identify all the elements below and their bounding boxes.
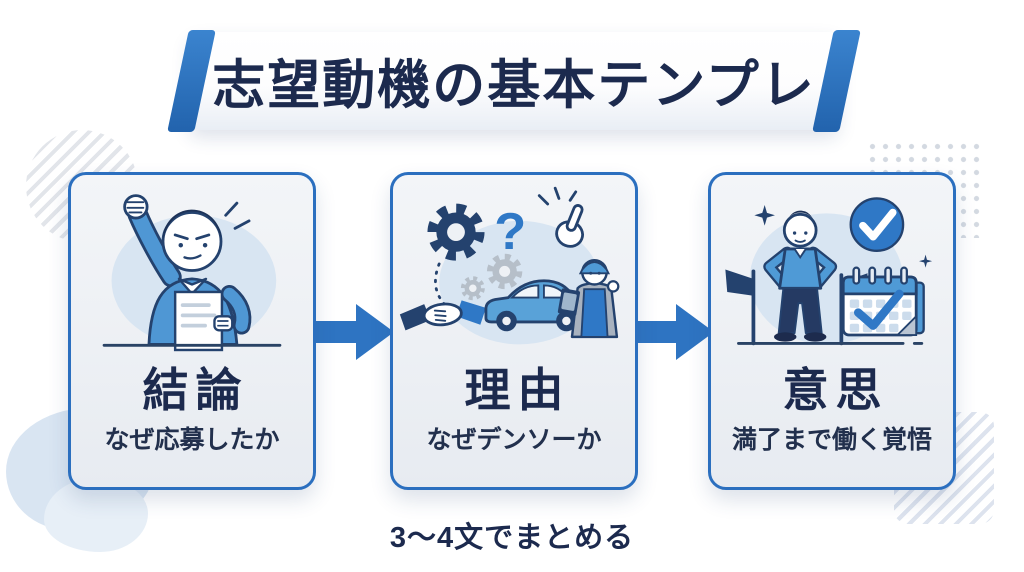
blue-blob-decoration-small (44, 478, 148, 552)
step-card-reason: ? (390, 172, 638, 490)
step-card-conclusion: 結論 なぜ応募したか (68, 172, 316, 490)
footer-note: 3〜4文でまとめる (389, 522, 635, 554)
step-heading: 意思 (782, 364, 889, 416)
page-title: 志望動機の基本テンプレ (212, 56, 816, 115)
step-card-will: 意思 満了まで働く覚悟 (708, 172, 956, 490)
step-heading: 結論 (142, 364, 249, 416)
step-heading: 理由 (464, 364, 571, 416)
step-subtitle: なぜデンソーか (426, 426, 602, 454)
will-illustration (725, 197, 933, 346)
reason-illustration: ? (399, 186, 620, 345)
calendar-icon (841, 266, 925, 337)
worker-icon (557, 258, 620, 339)
standing-man-icon (763, 210, 838, 342)
conclusion-illustration (102, 194, 282, 352)
title-banner: 志望動機の基本テンプレ (167, 30, 861, 132)
cursor-hand-icon (537, 186, 584, 248)
document-icon (173, 290, 234, 352)
flow-arrow-right-icon (630, 304, 714, 360)
handshake-icon (399, 300, 486, 331)
check-circle-icon (849, 197, 905, 252)
flow-arrow-right-icon (310, 304, 394, 360)
step-subtitle: 満了まで働く覚悟 (731, 426, 932, 454)
sparkle-icon (754, 204, 933, 268)
question-mark-icon: ? (494, 203, 526, 261)
title-box: 志望動機の基本テンプレ (189, 32, 839, 130)
step-subtitle: なぜ応募したか (104, 426, 280, 454)
